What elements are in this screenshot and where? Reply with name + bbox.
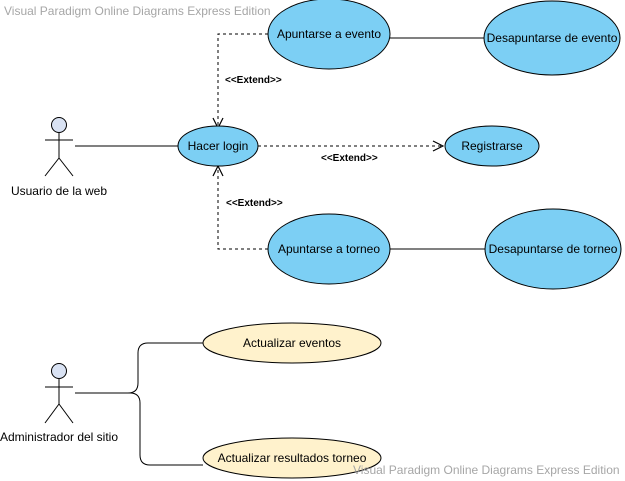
use-case-label: Apuntarse a evento [277,27,381,41]
actor-admin[interactable]: Administrador del sitio [0,363,118,445]
use-case-actualizar-resultados[interactable]: Actualizar resultados torneo [202,437,382,479]
actor-web-user[interactable]: Usuario de la web [11,117,107,199]
use-case-label: Registrarse [461,139,523,153]
extend-label-registro: <<Extend>> [321,153,378,164]
use-case-label: Hacer login [188,139,249,153]
watermark-top: Visual Paradigm Online Diagrams Express … [4,4,271,18]
extend-evento-to-login [218,33,268,128]
extend-torneo-to-login [218,166,268,250]
use-case-desapuntarse-torneo[interactable]: Desapuntarse de torneo [484,208,622,290]
use-case-label: Desapuntarse de evento [487,31,618,45]
use-case-desapuntarse-evento[interactable]: Desapuntarse de evento [483,0,621,76]
association-admin-actualizar-eventos [75,342,203,394]
actor-label: Usuario de la web [11,184,107,198]
use-case-hacer-login[interactable]: Hacer login [177,125,259,167]
use-case-label: Actualizar eventos [243,336,341,350]
extend-label-torneo: <<Extend>> [226,198,283,209]
actor-label: Administrador del sitio [0,430,118,444]
use-case-apuntarse-evento[interactable]: Apuntarse a evento [267,0,391,70]
use-case-registrarse[interactable]: Registrarse [444,125,540,167]
extend-label-evento: <<Extend>> [225,75,282,86]
association-admin-actualizar-resultados [75,392,203,466]
actor-head [51,117,67,133]
use-case-apuntarse-torneo[interactable]: Apuntarse a torneo [267,213,391,285]
use-case-label: Apuntarse a torneo [278,242,380,256]
actor-head [51,363,67,379]
use-case-label: Desapuntarse de torneo [489,242,618,256]
use-case-label: Actualizar resultados torneo [218,451,367,465]
use-case-actualizar-eventos[interactable]: Actualizar eventos [202,322,382,364]
watermark-bottom: Visual Paradigm Online Diagrams Express … [353,463,620,477]
